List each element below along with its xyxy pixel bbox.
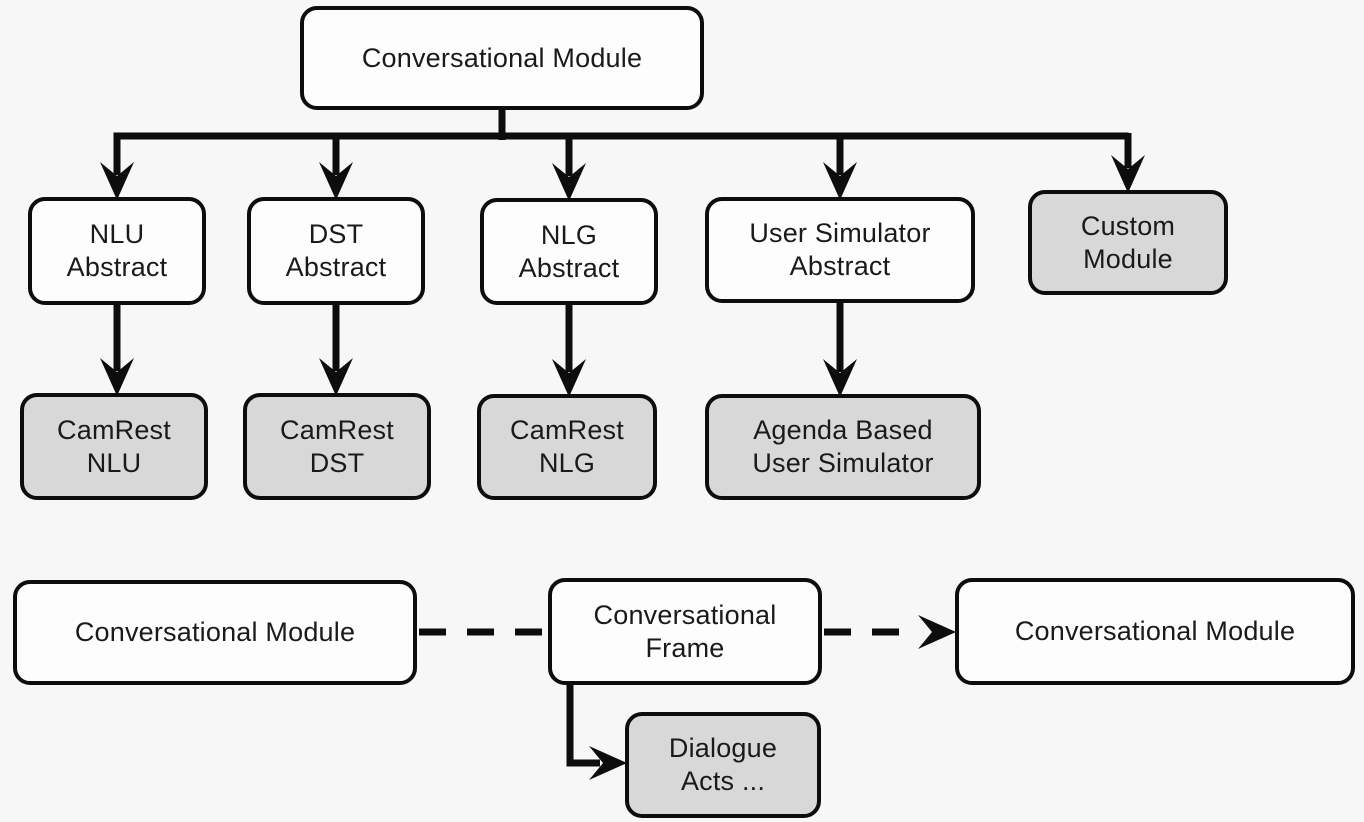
- node-agenda-based-user-simulator: Agenda Based User Simulator: [705, 394, 981, 500]
- node-nlu-abstract: NLU Abstract: [28, 197, 206, 305]
- node-camrest-nlg: CamRest NLG: [477, 394, 657, 500]
- arrowhead-agenda: [823, 359, 857, 397]
- arrowhead-nlg: [552, 163, 586, 201]
- node-nlg-abstract: NLG Abstract: [480, 198, 658, 305]
- node-camrest-dst: CamRest DST: [243, 393, 431, 500]
- edge-frame-to-dialogue-elbow: [566, 681, 600, 767]
- arrowhead-right-module: [918, 615, 956, 649]
- arrowhead-camrest-nlu: [100, 358, 134, 396]
- arrowhead-nlu: [100, 162, 134, 200]
- arrowhead-camrest-dst: [319, 358, 353, 396]
- arrowhead-camrest-nlg: [552, 359, 586, 397]
- node-dialogue-acts: Dialogue Acts ...: [625, 712, 821, 818]
- node-camrest-nlu: CamRest NLU: [20, 393, 208, 500]
- node-conversational-module-left: Conversational Module: [13, 580, 417, 685]
- arrowhead-dst: [319, 162, 353, 200]
- node-dst-abstract: DST Abstract: [247, 197, 425, 305]
- arrowhead-custom: [1111, 155, 1145, 193]
- node-custom-module: Custom Module: [1028, 190, 1228, 295]
- node-conversational-frame: Conversational Frame: [548, 578, 822, 685]
- arrowhead-dialogue-acts: [589, 746, 627, 780]
- arrowhead-user-sim: [823, 162, 857, 200]
- node-conversational-module-right: Conversational Module: [955, 578, 1355, 685]
- node-conversational-module-root: Conversational Module: [300, 6, 704, 110]
- node-user-simulator-abstract: User Simulator Abstract: [705, 197, 975, 303]
